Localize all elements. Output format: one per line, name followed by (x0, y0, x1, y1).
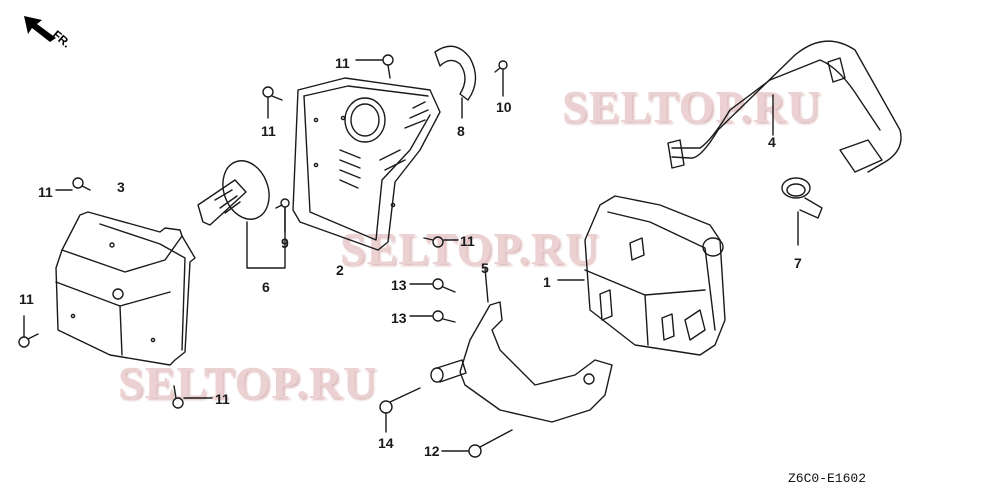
bolt-13-a (409, 278, 456, 293)
callout-3: 3 (117, 179, 125, 195)
muffler-drawing (557, 195, 726, 356)
callout-14: 14 (378, 435, 394, 451)
callout-11: 11 (460, 233, 475, 249)
bolt-13-b (409, 310, 456, 323)
callout-13: 13 (391, 277, 407, 293)
callout-6: 6 (262, 279, 270, 295)
front-arrow-icon (24, 16, 56, 42)
muffler-protector-outer-drawing (55, 211, 196, 366)
callout-8: 8 (457, 123, 465, 139)
drawing-code: Z6C0-E1602 (788, 471, 867, 486)
callout-11: 11 (215, 391, 230, 407)
bolt-11-lower-left (18, 315, 39, 348)
bolts-drawing (18, 54, 513, 458)
callout-11: 11 (261, 123, 276, 139)
bolt-11-bottom (172, 385, 213, 409)
callout-13: 13 (391, 310, 407, 326)
callout-12: 12 (424, 443, 440, 459)
callout-4: 4 (768, 134, 776, 150)
callout-10: 10 (496, 99, 512, 115)
callout-11: 11 (335, 55, 350, 71)
callout-11: 11 (19, 291, 34, 307)
bolt-11-pipe-left (55, 177, 91, 191)
exhaust-pipe-drawing (667, 40, 902, 173)
bolt-12 (441, 429, 513, 458)
screw-10 (494, 60, 508, 97)
callout-7: 7 (794, 255, 802, 271)
muffler-stay-drawing (430, 267, 613, 423)
bolt-14 (379, 387, 421, 433)
bolt-11-mid (423, 236, 459, 248)
bolt-11-top (355, 54, 394, 79)
callout-11: 11 (38, 184, 53, 200)
spark-arrester-drawing (197, 160, 286, 269)
callout-5: 5 (481, 260, 489, 276)
muffler-protector-inner-drawing (292, 77, 441, 251)
bolt-11-left (262, 86, 283, 119)
callout-2: 2 (336, 262, 344, 278)
callout-9: 9 (281, 235, 289, 251)
callout-1: 1 (543, 274, 551, 290)
pipe-clamp-drawing (781, 177, 823, 246)
screw-9 (275, 198, 290, 233)
gasket-drawing (434, 45, 477, 119)
